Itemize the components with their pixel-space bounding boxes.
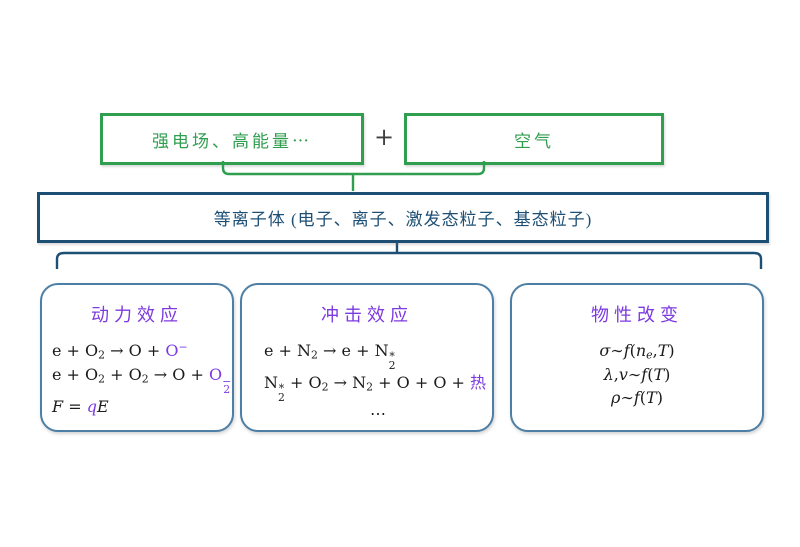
plus-sign: + (373, 123, 395, 151)
equation: σ∼f(ne,T) (599, 341, 675, 362)
input-box-energy: 强电场、高能量⋯ (100, 113, 364, 165)
equation: e + O2 → O + O− (52, 340, 188, 362)
input-box-air: 空气 (404, 113, 664, 165)
plasma-label: 等离子体 (电子、离子、激发态粒子、基态粒子) (213, 210, 593, 229)
effect-box-property: 物性改变 σ∼f(ne,T) λ,v∼f(T) ρ∼f(T) (510, 283, 764, 432)
equation: λ,v∼f(T) (603, 365, 671, 385)
input-box-air-label: 空气 (514, 131, 554, 151)
input-box-energy-label: 强电场、高能量⋯ (152, 131, 312, 151)
effect-box-dynamic: 动力效应 e + O2 → O + O− e + O2 + O2 → O + O−… (40, 283, 234, 432)
effect-box-property-title: 物性改变 (591, 305, 683, 325)
equation: e + O2 + O2 → O + O−2 (52, 365, 232, 397)
equation: F = qE (52, 396, 109, 416)
blue-brace-icon (55, 251, 763, 269)
equation: e + N2 → e + N*2 (264, 341, 396, 373)
effect-box-impact-title: 冲击效应 (321, 305, 413, 325)
effect-box-property-equations: σ∼f(ne,T) λ,v∼f(T) ρ∼f(T) (512, 339, 762, 410)
equation: ρ∼f(T) (611, 388, 663, 408)
equation: ⋯ (370, 404, 386, 424)
plasma-box: 等离子体 (电子、离子、激发态粒子、基态粒子) (37, 192, 769, 243)
effect-box-dynamic-title: 动力效应 (91, 305, 183, 325)
equation: N*2 + O2 → N2 + O + O + 热 (264, 372, 487, 404)
